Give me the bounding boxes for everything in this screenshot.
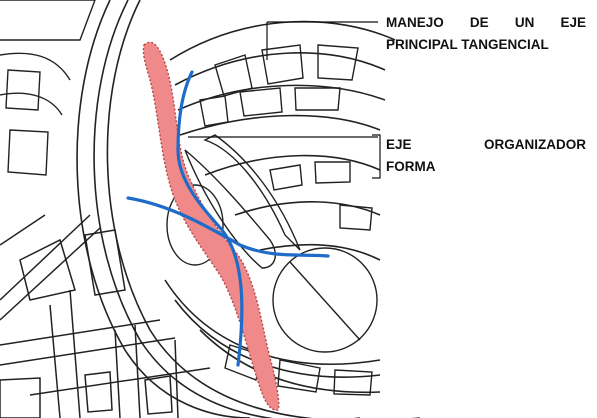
inner-ring-arc-6 [235, 202, 380, 215]
inner-ring-arc-7 [260, 245, 380, 260]
ring-block-5 [240, 88, 282, 116]
upper-left-arc-2 [0, 93, 62, 115]
lower-ring-arc-2 [175, 300, 380, 377]
ring-block-8 [315, 162, 350, 183]
grid-vertical-1 [50, 305, 60, 418]
ring-block-7 [270, 165, 302, 190]
grid-vertical-3 [115, 330, 120, 418]
leader-lines [188, 22, 380, 178]
inner-ring-arc-1 [170, 22, 395, 60]
grid-diagonal-1 [0, 215, 90, 300]
grid-diagonal-3 [0, 215, 45, 245]
grid-block-e [0, 378, 40, 418]
main-axis-label-line-1: MANEJO DE UN EJE [386, 15, 586, 31]
plaza-diagonal [290, 262, 360, 340]
inner-ring-arc-5 [205, 156, 380, 175]
grid-block-b [20, 240, 75, 300]
organizing-axis-label-line-1: EJE ORGANIZADOR [386, 137, 586, 153]
lower-ring-arc-1 [165, 280, 380, 364]
upper-left-block-2 [8, 130, 48, 175]
grid-block-a [85, 230, 125, 295]
ring-block-6 [295, 88, 340, 110]
plan-linework [77, 0, 420, 418]
upper-left-blocks [0, 0, 95, 175]
grid-block-c [85, 372, 112, 412]
upper-left-corner [0, 0, 95, 40]
organizing-axis-label-line-2: FORMA [386, 159, 586, 175]
ring-block-9 [340, 205, 372, 230]
leader-organizing-bracket [372, 135, 380, 178]
upper-left-arc [0, 53, 70, 80]
street-grid [0, 215, 210, 418]
main-axis-label-line-2: PRINCIPAL TANGENCIAL [386, 37, 586, 53]
grid-block-d [145, 376, 172, 414]
ring-block-2 [262, 45, 303, 84]
upper-left-block [6, 70, 40, 110]
ring-block-3 [318, 45, 358, 80]
